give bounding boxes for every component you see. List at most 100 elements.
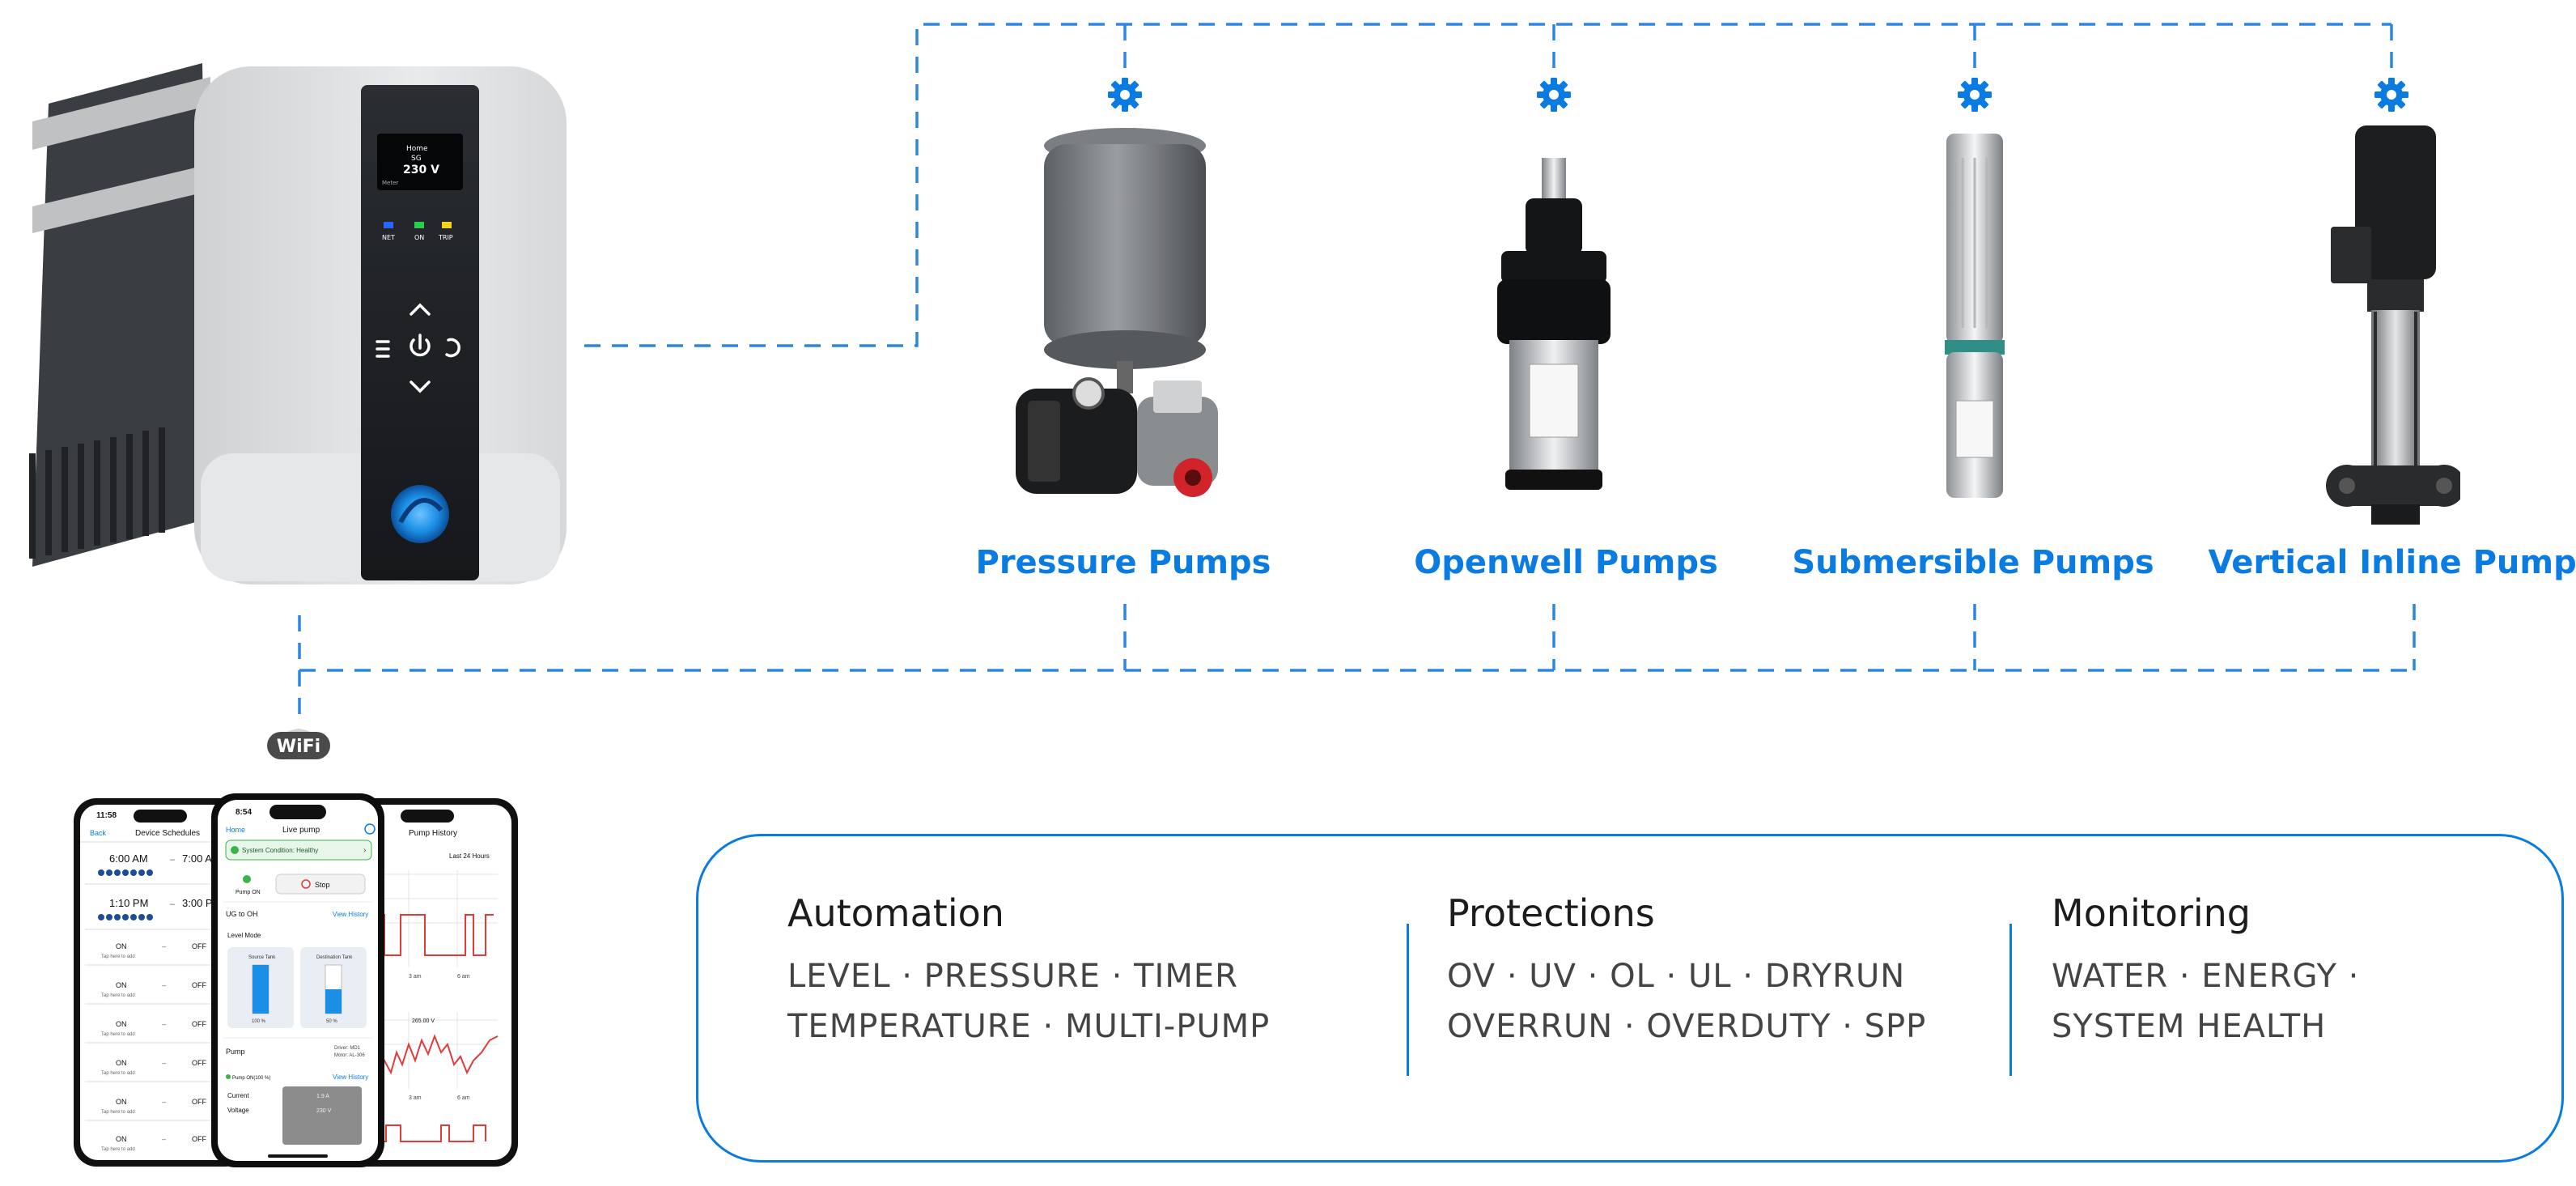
svg-text:11:58: 11:58 <box>96 811 117 820</box>
mobile-app-screens: 11:58 Back Device Schedules 6:00 AM – 7:… <box>74 793 518 1167</box>
svg-text:TRIP: TRIP <box>438 234 453 241</box>
pump-label-pressure: Pressure Pumps <box>975 544 1271 581</box>
brand-logo <box>391 485 449 543</box>
svg-text:Stop: Stop <box>315 881 330 889</box>
phone-live-pump: 8:54 Home Live pump System Condition: He… <box>211 793 384 1167</box>
svg-text:Level Mode: Level Mode <box>227 932 261 939</box>
display-screen <box>377 134 463 190</box>
svg-text:ON: ON <box>116 981 127 989</box>
range-select[interactable]: Last 24 Hours <box>449 852 490 860</box>
back-button[interactable]: Back <box>90 829 107 837</box>
svg-text:–: – <box>162 981 166 989</box>
svg-text:OFF: OFF <box>192 981 206 989</box>
wifi-icon: WiFi <box>267 729 330 759</box>
svg-text:Tap here to add: Tap here to add <box>101 1110 135 1115</box>
svg-text:–: – <box>162 1135 166 1143</box>
chevron-up-icon <box>410 303 431 316</box>
svg-text:Voltage: Voltage <box>227 1107 249 1114</box>
svg-text:–: – <box>162 942 166 950</box>
gear-icon <box>1958 78 1992 112</box>
svg-text:3 am: 3 am <box>409 1095 422 1101</box>
svg-text:3:00 P: 3:00 P <box>182 897 213 909</box>
schedule-row[interactable]: 1:10 PM – 3:00 P <box>98 897 213 920</box>
svg-text:Live pump: Live pump <box>282 826 320 835</box>
top-connector <box>584 23 2391 347</box>
trip-led <box>442 222 452 228</box>
power-icon <box>410 334 431 357</box>
svg-text:50 %: 50 % <box>326 1019 337 1024</box>
bottom-connector <box>298 615 2414 672</box>
phone-schedules: 11:58 Back Device Schedules 6:00 AM – 7:… <box>74 798 248 1167</box>
home-back-button[interactable]: Home <box>226 826 245 834</box>
feature-line: LEVEL · PRESSURE · TIMER <box>787 958 1238 995</box>
feature-title: Automation <box>787 891 1004 935</box>
more-icon[interactable] <box>364 823 376 835</box>
svg-text:Tap here to add: Tap here to add <box>101 1032 135 1037</box>
list-item[interactable]: ON – OFF Tap here to add <box>101 1135 206 1152</box>
view-history-link[interactable]: View History <box>333 1073 368 1081</box>
svg-text:Meter: Meter <box>382 180 398 186</box>
svg-text:Pump: Pump <box>226 1048 245 1056</box>
svg-text:Home: Home <box>406 145 428 153</box>
heatsink-fins <box>29 427 165 559</box>
svg-text:265.00 V: 265.00 V <box>412 1018 435 1024</box>
svg-text:ON: ON <box>116 1135 127 1143</box>
svg-text:6 am: 6 am <box>457 1095 470 1101</box>
svg-text:›: › <box>363 846 366 855</box>
svg-text:7:00 A: 7:00 A <box>182 852 212 865</box>
pump-controller: Home SG 230 V Meter NET ON TRIP <box>29 63 567 584</box>
svg-text:Tap here to add: Tap here to add <box>101 1071 135 1076</box>
gear-icon <box>1537 78 1571 112</box>
stop-button[interactable] <box>275 874 366 895</box>
menu-icon <box>376 340 390 358</box>
svg-text:–: – <box>162 1020 166 1028</box>
on-led <box>414 222 424 228</box>
source-tank: Source Tank 100 % <box>227 947 294 1028</box>
svg-text:OFF: OFF <box>192 942 206 950</box>
svg-text:6:00 AM: 6:00 AM <box>109 852 148 865</box>
svg-text:Pump ON(100 %): Pump ON(100 %) <box>232 1076 270 1081</box>
svg-text:–: – <box>170 899 176 909</box>
schedule-row[interactable]: 6:00 AM – 7:00 A <box>98 852 212 876</box>
pump-label-vertical-inline: Vertical Inline Pumps <box>2208 544 2576 581</box>
svg-text:SG: SG <box>411 155 422 163</box>
svg-text:Pump ON: Pump ON <box>236 890 261 895</box>
net-led <box>384 222 393 228</box>
svg-text:Tap here to add: Tap here to add <box>101 954 135 959</box>
chevron-down-icon <box>410 380 431 393</box>
wifi-label: WiFi <box>277 737 320 757</box>
mount-bracket <box>32 77 210 150</box>
divider <box>1407 924 1409 1076</box>
control-panel <box>361 85 479 580</box>
view-history-link[interactable]: View History <box>333 911 368 918</box>
pump-label-openwell: Openwell Pumps <box>1414 544 1718 581</box>
svg-text:230 V: 230 V <box>403 164 439 176</box>
svg-text:–: – <box>170 855 176 865</box>
feature-line: TEMPERATURE · MULTI-PUMP <box>787 1008 1271 1045</box>
svg-text:8:54: 8:54 <box>236 808 252 817</box>
status-badge <box>225 840 372 861</box>
svg-text:3 am: 3 am <box>409 974 422 980</box>
svg-text:–: – <box>162 1098 166 1106</box>
power-icon <box>301 879 311 889</box>
svg-text:1.9 A: 1.9 A <box>316 1094 329 1099</box>
svg-text:Device Schedules: Device Schedules <box>135 829 200 838</box>
svg-text:ON: ON <box>116 1098 127 1106</box>
svg-text:OFF: OFF <box>192 1135 206 1143</box>
pump-label-submersible: Submersible Pumps <box>1792 544 2154 581</box>
display-readout: Home SG 230 V Meter <box>382 145 439 186</box>
svg-text:Motor: AL-306: Motor: AL-306 <box>334 1053 365 1058</box>
svg-text:Tap here to add: Tap here to add <box>101 1147 135 1152</box>
divider <box>2009 924 2012 1076</box>
feature-line: OV · UV · OL · UL · DRYRUN <box>1447 958 1906 995</box>
svg-text:UG to OH: UG to OH <box>226 910 258 918</box>
svg-text:Pump History: Pump History <box>409 829 457 838</box>
phone-history: Pump History Last 24 Hours 3 am 6 am 265… <box>344 798 518 1167</box>
svg-text:230 V: 230 V <box>316 1108 332 1114</box>
